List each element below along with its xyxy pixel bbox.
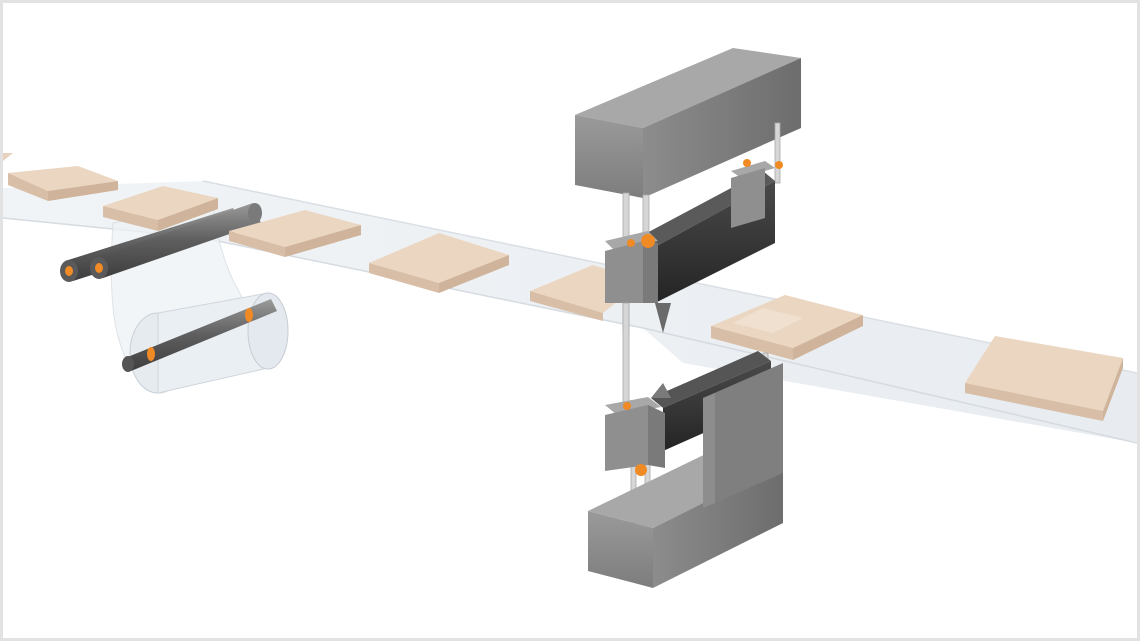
product-package-icon xyxy=(369,233,509,293)
jaw-mount-upper-left xyxy=(605,231,658,303)
roller-lower xyxy=(122,299,277,372)
product-package-icon xyxy=(965,336,1123,421)
lower-support-column xyxy=(703,363,783,508)
upper-support-beam xyxy=(575,48,801,198)
packaging-machine-illustration xyxy=(3,48,1137,588)
product-package-icon xyxy=(103,186,218,231)
roller-upper-2 xyxy=(90,203,262,279)
product-package-icon xyxy=(711,295,863,360)
jaw-mount-lower-left xyxy=(605,397,665,476)
jaw-mount-upper-right xyxy=(731,159,783,228)
product-package-icon xyxy=(3,153,118,201)
product-package-icon xyxy=(229,210,361,257)
